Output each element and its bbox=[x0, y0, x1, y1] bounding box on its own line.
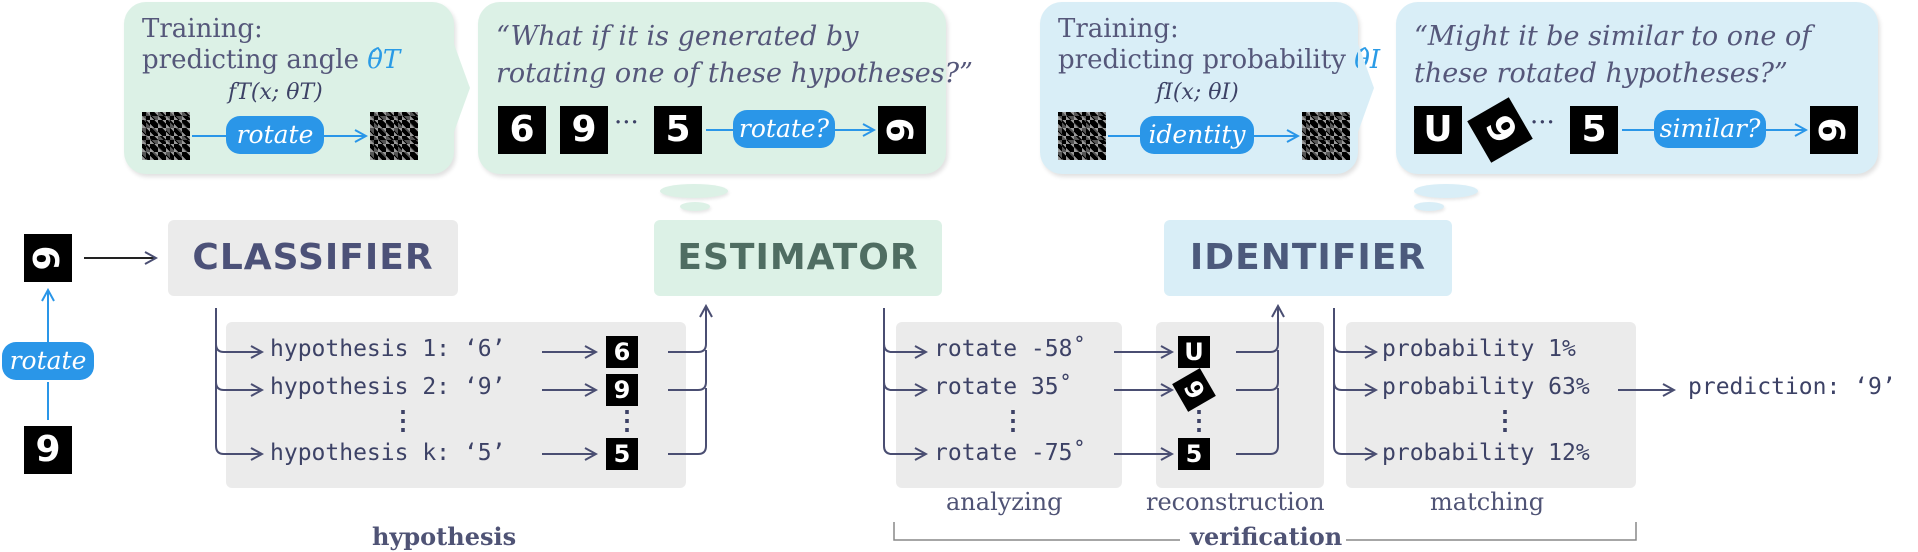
identifier-question: “Might it be similar to one of these rot… bbox=[1414, 21, 1812, 89]
hypothesis-row: hypothesis 1: ‘6’ bbox=[270, 336, 506, 362]
hypothesis-digit-image: 5 bbox=[654, 106, 702, 154]
classifier-module: CLASSIFIER bbox=[168, 220, 458, 296]
vertical-ellipsis: ⋮ bbox=[614, 406, 640, 436]
hypothesis-caption: hypothesis bbox=[372, 522, 517, 551]
matching-caption: matching bbox=[1430, 488, 1545, 516]
rotate-question-pill: rotate? bbox=[733, 110, 835, 148]
rotated-input-image: 9 bbox=[24, 234, 72, 282]
rotation-row: rotate -58˚ bbox=[934, 336, 1087, 362]
hypothesis-digit-image: 6 bbox=[498, 106, 546, 154]
vertical-ellipsis: ⋮ bbox=[1000, 406, 1026, 436]
theta-i-symbol: θ̂I bbox=[1354, 45, 1381, 75]
hypothesis-digit-image: 6 bbox=[606, 336, 638, 368]
vertical-ellipsis: ⋮ bbox=[1186, 406, 1212, 436]
identifier-module: IDENTIFIER bbox=[1164, 220, 1452, 296]
reconstruction-digit-image: 5 bbox=[1570, 106, 1618, 154]
similar-question-pill: similar? bbox=[1654, 110, 1766, 148]
noise-output-image bbox=[1302, 112, 1350, 160]
hypothesis-digit-image: 5 bbox=[606, 438, 638, 470]
probability-row: probability 1% bbox=[1382, 336, 1576, 362]
thought-trail bbox=[1414, 184, 1478, 198]
theta-t-symbol: θ̂T bbox=[367, 45, 401, 75]
reconstruction-digit-image: U bbox=[1414, 106, 1462, 154]
thought-trail bbox=[680, 202, 710, 211]
estimator-module: ESTIMATOR bbox=[654, 220, 942, 296]
identifier-thought-bubble bbox=[1396, 2, 1878, 174]
probability-row: probability 63% bbox=[1382, 374, 1590, 400]
reconstruction-digit-image: U bbox=[1178, 336, 1210, 368]
noise-input-image bbox=[142, 112, 190, 160]
reconstruction-caption: reconstruction bbox=[1146, 488, 1325, 516]
classifier-function: fT(x; θT) bbox=[228, 80, 323, 105]
input-rotate-pill: rotate bbox=[2, 342, 94, 380]
rotation-row: rotate -75˚ bbox=[934, 440, 1087, 466]
matching-panel bbox=[1346, 322, 1636, 488]
analyzing-panel bbox=[896, 322, 1122, 488]
analyzing-caption: analyzing bbox=[946, 488, 1063, 516]
estimator-thought-bubble bbox=[478, 2, 946, 174]
classifier-training-label: Training: predicting angle θ̂T bbox=[142, 14, 401, 75]
hypothesis-row: hypothesis k: ‘5’ bbox=[270, 440, 506, 466]
reconstruction-digit-image: 5 bbox=[1178, 438, 1210, 470]
vertical-ellipsis: ⋮ bbox=[390, 406, 416, 436]
verification-caption: verification bbox=[1184, 522, 1349, 551]
probability-row: probability 12% bbox=[1382, 440, 1590, 466]
ellipsis: ··· bbox=[614, 108, 639, 138]
hypothesis-row: hypothesis 2: ‘9’ bbox=[270, 374, 506, 400]
estimator-question: “What if it is generated by rotating one… bbox=[496, 21, 973, 89]
prediction-output: prediction: ‘9’ bbox=[1688, 374, 1896, 400]
target-digit-image: 9 bbox=[1810, 106, 1858, 154]
thought-trail bbox=[660, 184, 728, 198]
rotation-row: rotate 35˚ bbox=[934, 374, 1073, 400]
rotate-pill: rotate bbox=[226, 116, 324, 154]
identity-pill: identity bbox=[1140, 116, 1254, 154]
ellipsis: ··· bbox=[1530, 108, 1555, 138]
thought-trail bbox=[1414, 202, 1444, 211]
identifier-function: fI(x; θI) bbox=[1156, 80, 1239, 105]
hypothesis-digit-image: 9 bbox=[560, 106, 608, 154]
noise-output-image bbox=[370, 112, 418, 160]
identifier-training-label: Training: predicting probability θ̂I bbox=[1058, 14, 1381, 75]
original-input-image: 9 bbox=[24, 426, 72, 474]
bubble-tail bbox=[454, 44, 470, 132]
hypothesis-digit-image: 9 bbox=[606, 374, 638, 406]
target-digit-image: 9 bbox=[878, 106, 926, 154]
noise-input-image bbox=[1058, 112, 1106, 160]
vertical-ellipsis: ⋮ bbox=[1492, 406, 1518, 436]
